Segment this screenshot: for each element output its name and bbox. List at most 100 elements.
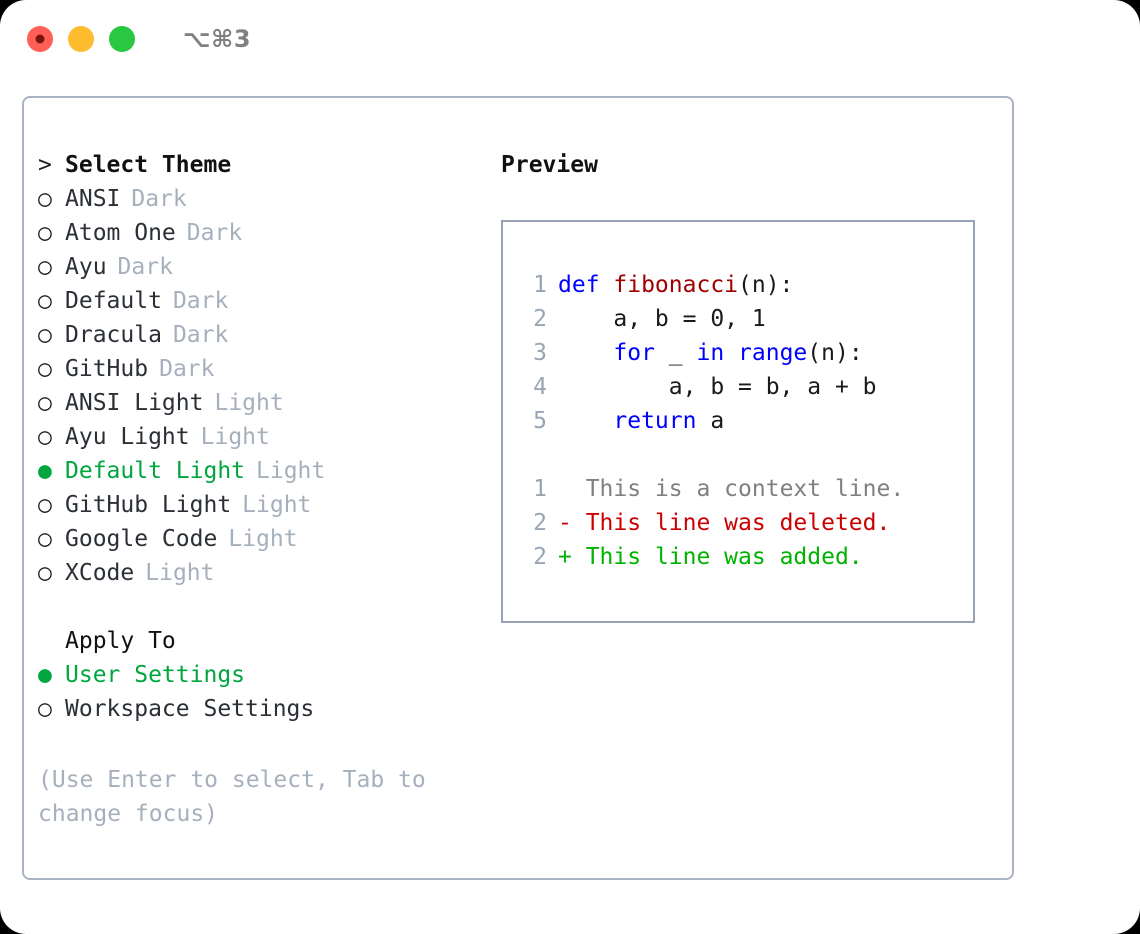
code-line: 3 for _ in range(n): [503,336,973,370]
theme-item[interactable]: ○ Dracula Dark [38,318,488,352]
zoom-button-icon[interactable] [109,26,135,52]
code-token-keyword: return [613,408,697,434]
theme-item-tag: Dark [159,356,215,382]
spacer-marker [38,624,65,658]
code-line: 4 a, b = b, a + b [503,370,973,404]
theme-item-tag: Light [228,526,298,552]
radio-unselected-icon[interactable]: ○ [38,492,52,518]
code-token-plain: a, b = 0, 1 [558,306,766,332]
diff-text: This line was deleted. [585,510,891,536]
radio-unselected-icon[interactable]: ○ [38,186,52,212]
code-token-builtin: range [738,340,808,366]
diff-prefix [558,472,586,506]
theme-item[interactable]: ○ Ayu Light Light [38,420,488,454]
code-token-plain [724,336,738,370]
select-theme-heading: > Select Theme [38,148,488,182]
theme-item-tag: Light [200,424,270,450]
theme-item-tag: Light [214,390,284,416]
code-token-keyword: for [613,340,655,366]
diff-text: This is a context line. [585,476,905,502]
code-token-plain: _ [654,340,697,366]
code-token-function: fibonacci [613,272,739,298]
code-token-plain [558,336,613,370]
select-theme-heading-label: Select Theme [65,152,232,178]
theme-item[interactable]: ○ Google Code Light [38,522,488,556]
theme-item-label: Dracula [65,322,162,348]
apply-to-option-label: User Settings [65,662,246,688]
code-blank-line [503,438,973,472]
theme-item[interactable]: ○ ANSI Light Light [38,386,488,420]
diff-prefix: - [558,510,586,536]
window-title: ⌥⌘3 [183,25,252,53]
code-line: 2 a, b = 0, 1 [503,302,973,336]
line-number: 2 [533,544,547,570]
radio-unselected-icon[interactable]: ○ [38,356,52,382]
theme-item-label: Google Code [65,526,218,552]
theme-item-label: XCode [65,560,135,586]
diff-line-deleted: 2- This line was deleted. [503,506,973,540]
window-titlebar: ⌥⌘3 [0,0,1140,78]
theme-item-tag: Dark [172,322,229,348]
theme-item-label: Default Light [65,458,246,484]
theme-item-label: GitHub Light [65,492,232,518]
theme-item[interactable]: ○ Default Dark [38,284,488,318]
radio-unselected-icon[interactable]: ○ [38,560,52,586]
code-line: 5 return a [503,404,973,438]
radio-unselected-icon[interactable]: ○ [38,322,52,348]
code-token-plain: (n): [807,340,863,366]
theme-item-tag: Light [145,560,215,586]
radio-unselected-icon[interactable]: ○ [38,424,52,450]
radio-unselected-icon[interactable]: ○ [38,526,52,552]
radio-unselected-icon[interactable]: ○ [38,220,52,246]
theme-item[interactable]: ○ GitHub Light Light [38,488,488,522]
theme-item-label: ANSI Light [65,390,204,416]
theme-item-label: Ayu [65,254,107,280]
theme-item-tag: Dark [172,288,229,314]
apply-to-option[interactable]: ○Workspace Settings [38,692,488,726]
radio-selected-icon[interactable]: ● [38,458,52,484]
close-button-icon[interactable] [27,26,53,52]
theme-item-label: Atom One [65,220,176,246]
theme-item-label: Ayu Light [65,424,190,450]
prompt-caret-icon: > [38,152,52,178]
minimize-button-icon[interactable] [68,26,94,52]
theme-item-tag: Dark [117,254,173,280]
apply-to-heading: Apply To [38,624,488,658]
diff-text: This line was added. [585,544,863,570]
theme-item-tag: Dark [131,186,187,212]
apply-to-option-selected[interactable]: ● User Settings [38,658,488,692]
radio-unselected-icon[interactable]: ○ [38,390,52,416]
apply-to-heading-label: Apply To [65,628,176,654]
section-spacer [38,590,488,624]
line-number: 1 [533,476,547,502]
line-number: 2 [533,306,547,332]
line-number: 3 [533,340,547,366]
theme-item-tag: Light [256,458,326,484]
line-number: 5 [533,408,547,434]
theme-item[interactable]: ○ XCode Light [38,556,488,590]
radio-unselected-icon[interactable]: ○ [38,288,52,314]
line-number: 1 [533,272,547,298]
diff-line-added: 2 + This line was added. [503,540,973,574]
diff-prefix: + [558,544,586,570]
code-token-keyword: def [558,272,614,298]
line-number: 2 [533,510,547,536]
radio-selected-icon[interactable]: ● [38,662,52,688]
theme-item-label: Default [65,288,162,314]
theme-item-selected[interactable]: ● Default Light Light [38,454,488,488]
diff-line-context: 1 This is a context line. [503,472,973,506]
code-token-keyword: in [696,340,725,366]
theme-item-tag: Light [242,492,312,518]
code-token-plain: a [696,408,725,434]
theme-item[interactable]: ○ Ayu Dark [38,250,488,284]
preview-box: 1 def fibonacci (n): 2 a, b = 0, 1 3 for _… [501,220,975,623]
radio-unselected-icon[interactable]: ○ [38,696,52,722]
radio-unselected-icon[interactable]: ○ [38,254,52,280]
